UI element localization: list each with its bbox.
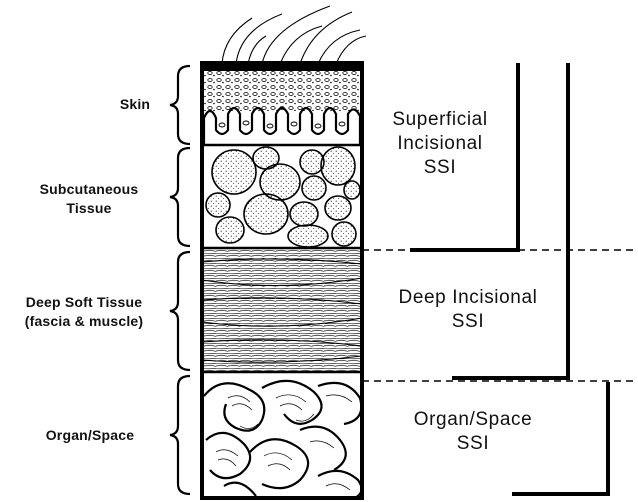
deep-soft-tissue-bracket	[169, 250, 191, 372]
organ-space-layer	[203, 379, 362, 498]
layer-label-skin: Skin	[119, 96, 151, 112]
subcutaneous-layer	[202, 146, 362, 250]
layer-label-subcutaneous-tissue: Subcutaneous Tissue	[39, 181, 139, 216]
layer-brackets	[169, 64, 191, 496]
ssi-label-deep-incisional: Deep Incisional SSI	[398, 287, 538, 332]
organ-space-bracket	[169, 374, 191, 496]
skin-bracket	[169, 64, 191, 146]
hair-strands	[221, 5, 367, 65]
skin-layer	[202, 63, 362, 147]
deep-soft-tissue-layer	[201, 248, 363, 374]
subcutaneous-bracket	[169, 146, 191, 248]
deep-ssi-line	[452, 63, 570, 380]
ssi-label-superficial-incisional: Superficial Incisional SSI	[392, 109, 488, 178]
layer-label-deep-soft-tissue: Deep Soft Tissue (fascia & muscle)	[24, 294, 144, 329]
organ-space-ssi-line	[512, 382, 610, 496]
ssi-label-organ-space: Organ/Space SSI	[413, 409, 533, 454]
tissue-column-outline	[200, 61, 364, 500]
layer-label-organ-space: Organ/Space	[45, 427, 135, 443]
ssi-depth-lines	[362, 63, 638, 496]
